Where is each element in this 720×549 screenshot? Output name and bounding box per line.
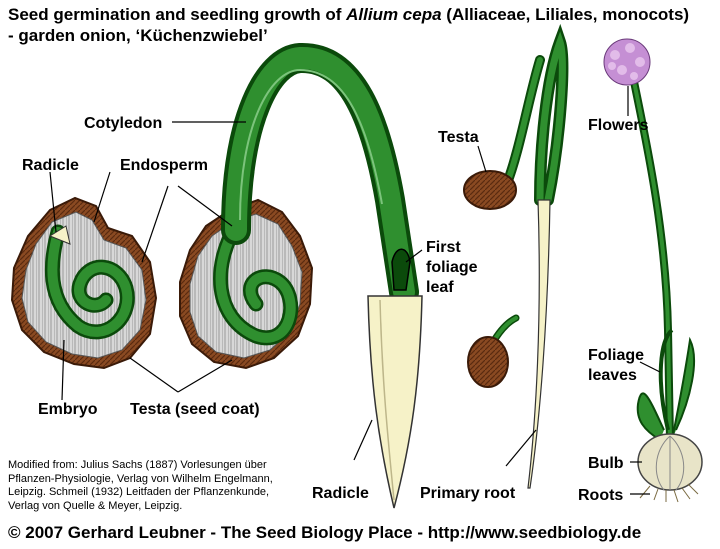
- label-flowers: Flowers: [588, 117, 649, 134]
- label-foliage-leaves-1: Foliage: [588, 347, 644, 364]
- label-foliage-leaves-2: leaves: [588, 367, 637, 384]
- label-first-foliage-leaf-3: leaf: [426, 279, 454, 296]
- label-first-foliage-leaf-2: foliage: [426, 259, 478, 276]
- seed-2: [179, 198, 314, 370]
- label-primary-root: Primary root: [420, 485, 516, 502]
- label-testa: Testa: [438, 129, 479, 146]
- species-name: Allium cepa: [346, 5, 442, 24]
- roots: [639, 483, 699, 503]
- seedling-tall: [527, 23, 569, 489]
- seed-testa-upper: [463, 55, 545, 210]
- label-radicle-seedling: Radicle: [312, 485, 369, 502]
- label-embryo: Embryo: [38, 401, 98, 418]
- title-line-1: Seed germination and seedling growth of …: [8, 5, 690, 24]
- label-testa-seed-coat: Testa (seed coat): [130, 401, 260, 418]
- testa-seed-lower: [467, 336, 509, 388]
- seedling-radicle: [367, 295, 423, 509]
- figure-title: Seed germination and seedling growth of …: [8, 4, 708, 46]
- label-bulb: Bulb: [588, 455, 624, 472]
- foliage-leaf-left: [636, 392, 665, 441]
- title-line-2: - garden onion, ‘Küchenzwiebel’: [8, 26, 268, 45]
- label-roots: Roots: [578, 487, 623, 504]
- label-first-foliage-leaf-1: First: [426, 239, 461, 256]
- seed-testa-lower: [467, 314, 520, 388]
- label-radicle-seed: Radicle: [22, 157, 79, 174]
- foliage-leaf-right: [671, 336, 696, 441]
- primary-root: [527, 199, 551, 489]
- copyright-footer: © 2007 Gerhard Leubner - The Seed Biolog…: [8, 523, 642, 542]
- mature-plant: [603, 38, 703, 503]
- seed-1: [10, 196, 158, 370]
- flower-umbel: [603, 38, 651, 86]
- seedling-large: [221, 43, 423, 509]
- credit-line-4: Verlag von Quelle & Meyer, Leipzig.: [8, 499, 183, 512]
- label-endosperm: Endosperm: [120, 157, 208, 174]
- credit-line-1: Modified from: Julius Sachs (1887) Vorle…: [8, 459, 267, 471]
- seed-1-radicle-tip: [48, 225, 71, 245]
- seed-2-embryo: [215, 221, 296, 343]
- credit-line-3: Leipzig. Schmeil (1932) Leitfaden der Pf…: [8, 486, 270, 498]
- source-credit: Modified from: Julius Sachs (1887) Vorle…: [8, 459, 308, 513]
- label-cotyledon: Cotyledon: [84, 115, 162, 132]
- credit-line-2: Pflanzen-Physiologie, Verlag von Wilhelm…: [8, 472, 273, 485]
- first-foliage-leaf: [391, 248, 411, 291]
- testa-seed-upper: [463, 170, 517, 210]
- leader-lines: [49, 86, 661, 495]
